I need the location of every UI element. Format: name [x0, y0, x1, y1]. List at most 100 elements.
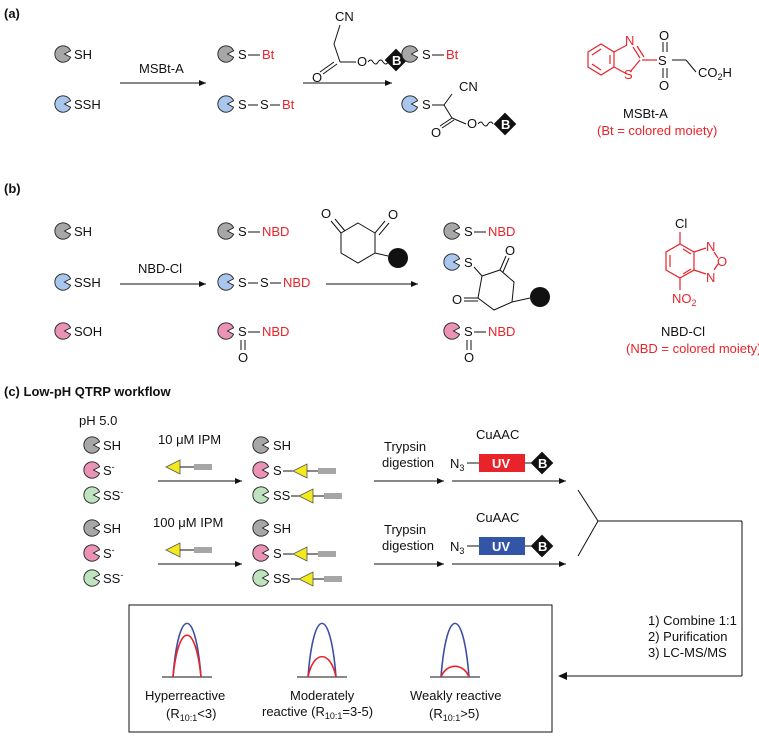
svg-text:NO2: NO2	[672, 291, 697, 308]
protein-grey-icon	[401, 45, 419, 63]
svg-text:CN: CN	[335, 9, 354, 24]
merge-connector	[567, 489, 743, 677]
result-box	[128, 604, 553, 733]
svg-text:S: S	[238, 324, 247, 339]
protein-pink-icon	[83, 461, 101, 479]
svg-text:O: O	[467, 116, 477, 131]
panel-c: (c) Low-pH QTRP workflow pH 5.0 SH S- SS…	[4, 384, 743, 733]
protein-grey-icon	[83, 519, 101, 537]
svg-text:SS-: SS-	[103, 570, 123, 586]
svg-text:NBD: NBD	[488, 324, 515, 339]
svg-text:B: B	[538, 456, 547, 471]
svg-text:S: S	[464, 224, 473, 239]
svg-text:SH: SH	[273, 438, 291, 453]
svg-text:SS-: SS-	[103, 487, 123, 503]
svg-text:S: S	[422, 97, 431, 112]
svg-text:S: S	[273, 463, 282, 478]
protein-blue-icon	[217, 95, 235, 113]
svg-text:N: N	[625, 33, 634, 48]
row-high-dose: SH S- SS- 100 μM IPM SH S SS	[83, 510, 566, 587]
svg-text:NBD-Cl: NBD-Cl	[138, 261, 182, 276]
svg-text:S: S	[238, 224, 247, 239]
svg-text:S-: S-	[103, 545, 115, 561]
svg-text:O: O	[388, 207, 398, 222]
persulfide-label: SSH	[74, 97, 101, 112]
protein-blue-icon	[54, 95, 72, 113]
svg-text:N3: N3	[450, 539, 464, 556]
dione-probe	[330, 218, 390, 264]
msbt-a-note: (Bt = colored moiety)	[597, 123, 717, 138]
step-1: 1) Combine 1:1	[648, 613, 737, 628]
msbt-a-name: MSBt-A	[623, 106, 668, 121]
svg-text:S: S	[658, 53, 667, 68]
svg-text:O: O	[431, 125, 441, 140]
svg-text:SH: SH	[273, 521, 291, 536]
svg-text:(R10:1<3): (R10:1<3)	[166, 706, 216, 723]
panel-a-label: (a)	[4, 6, 20, 21]
protein-grey-icon	[443, 222, 461, 240]
svg-text:S: S	[260, 275, 269, 290]
bt-label: Bt	[262, 47, 275, 62]
svg-text:O: O	[717, 254, 727, 269]
svg-text:O: O	[312, 70, 322, 85]
protein-blue-icon	[217, 273, 235, 291]
nbd-cl-structure	[665, 232, 719, 290]
tag-ball-icon	[530, 287, 550, 307]
svg-text:N: N	[706, 270, 715, 285]
thiol-label: SH	[74, 47, 92, 62]
peak-red	[307, 656, 337, 678]
svg-text:O: O	[659, 28, 669, 43]
protein-pink-icon	[252, 461, 270, 479]
svg-text:NBD: NBD	[262, 224, 289, 239]
protein-grey-icon	[54, 222, 72, 240]
svg-text:O: O	[452, 292, 462, 307]
protein-pink-icon	[252, 544, 270, 562]
protein-blue-icon	[54, 273, 72, 291]
category-weakly: Weakly reactive	[410, 688, 502, 703]
svg-text:CuAAC: CuAAC	[476, 427, 519, 442]
protein-pink-icon	[217, 322, 235, 340]
ipm-probe-icon	[165, 542, 181, 558]
row-low-dose: SH S- SS- 10 μM IPM SH S SS	[83, 427, 566, 504]
svg-text:O: O	[238, 350, 248, 365]
svg-text:S-: S-	[103, 462, 115, 478]
panel-a: (a) SH SSH MSBt-A S Bt S S Bt CN O O	[4, 6, 732, 140]
svg-text:O: O	[321, 206, 331, 221]
svg-text:NBD: NBD	[283, 275, 310, 290]
svg-text:digestion: digestion	[382, 538, 434, 553]
svg-text:SS: SS	[273, 488, 291, 503]
uv-tag-light	[479, 454, 525, 472]
tag-ball-icon	[388, 248, 408, 268]
svg-text:NBD: NBD	[488, 224, 515, 239]
panel-c-label: (c) Low-pH QTRP workflow	[4, 384, 171, 399]
s-label: S	[238, 97, 247, 112]
protein-grey-icon	[252, 436, 270, 454]
bt-label: Bt	[282, 97, 295, 112]
biotin-diamond-icon	[530, 451, 554, 475]
panel-b-label: (b)	[4, 181, 21, 196]
peak-blue	[440, 622, 470, 678]
protein-pink-icon	[443, 322, 461, 340]
ph-label: pH 5.0	[79, 413, 117, 428]
protein-grey-icon	[83, 436, 101, 454]
svg-text:B: B	[392, 53, 401, 68]
ipm-high-label: 100 μM IPM	[153, 515, 223, 530]
svg-text:Bt: Bt	[446, 47, 459, 62]
category-hyperreactive: Hyperreactive	[145, 688, 225, 703]
svg-text:reactive (R10:1=3-5): reactive (R10:1=3-5)	[262, 704, 373, 721]
svg-text:S: S	[464, 324, 473, 339]
dione-adduct	[464, 255, 531, 311]
ipm-probe-icon	[165, 459, 181, 475]
svg-text:CN: CN	[459, 79, 478, 94]
arrow-reagent-label: MSBt-A	[139, 61, 184, 76]
nbd-cl-name: NBD-Cl	[661, 324, 705, 339]
svg-text:N3: N3	[450, 456, 464, 473]
svg-text:UV: UV	[492, 456, 510, 471]
ipm-low-label: 10 μM IPM	[158, 432, 221, 447]
svg-text:Cl: Cl	[675, 216, 687, 231]
peak-blue	[172, 622, 202, 678]
protein-pink-icon	[83, 544, 101, 562]
svg-text:SH: SH	[103, 438, 121, 453]
protein-blue-icon	[401, 95, 419, 113]
protein-green-icon	[252, 486, 270, 504]
